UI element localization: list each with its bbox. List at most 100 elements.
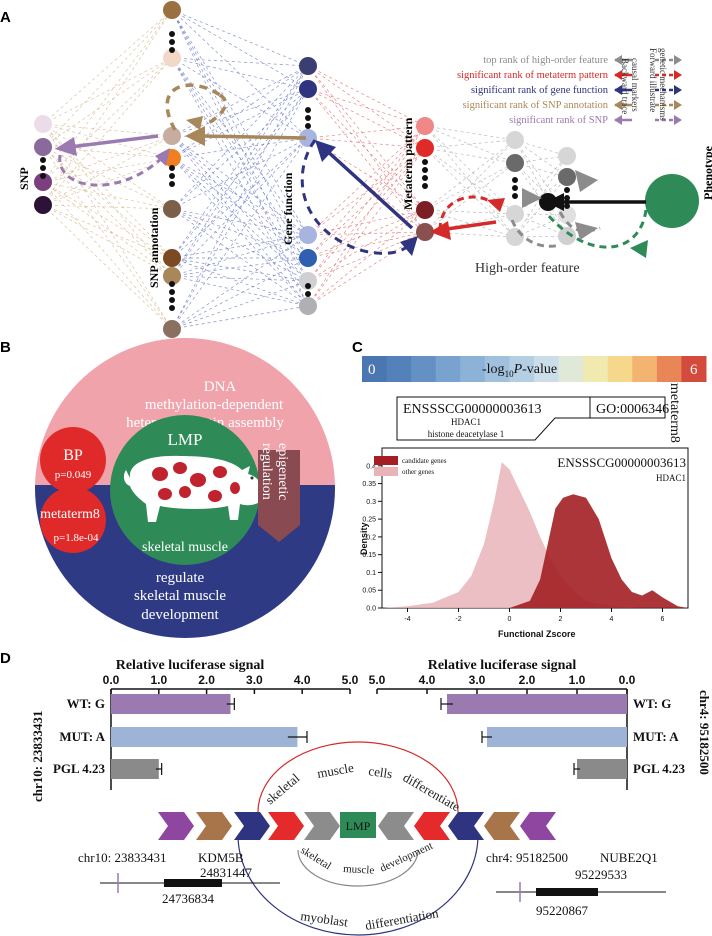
panel-a-nodes [34, 1, 699, 338]
edge [42, 181, 173, 210]
edge [171, 257, 309, 307]
legend-candidate-swatch [374, 456, 398, 465]
bar-tick-label: 4.0 [419, 673, 436, 687]
legend-backward-1: Backward trace [620, 58, 630, 114]
network-node [558, 227, 576, 245]
arc-bottom-text: myoblast differentiation [300, 905, 440, 933]
edge [171, 57, 309, 236]
bar [111, 759, 159, 779]
b-bot-3: development [141, 607, 219, 623]
metaterm-pvalue: p=1.8e-04 [54, 532, 99, 544]
network-node [163, 320, 181, 338]
legend-a-arrowhead [614, 55, 622, 65]
network-node [558, 168, 576, 186]
panel-a-label: A [0, 9, 11, 26]
legend-a-arrowhead [674, 115, 682, 125]
edge [307, 137, 426, 211]
legend-a-arrowhead [614, 70, 622, 80]
ellipsis-dot [305, 107, 311, 113]
edge [171, 135, 309, 259]
density-y-tick-label: 0.35 [362, 481, 376, 488]
chevron [520, 812, 556, 840]
density-y-tick-label: 0.2 [366, 534, 376, 541]
network-node [506, 131, 524, 149]
legend-a-item: top rank of high-order feature [483, 55, 608, 66]
bar-tick-label: 3.0 [246, 673, 263, 687]
edge [171, 208, 309, 307]
panel-c-label: C [352, 339, 363, 356]
bar-tick-label: 5.0 [369, 673, 386, 687]
arc-mid [297, 849, 419, 887]
edge [42, 181, 173, 259]
arc-mid-text: skeletal muscle development [298, 840, 434, 877]
density-area [509, 494, 688, 608]
edge [171, 88, 309, 210]
edge [171, 234, 309, 259]
gene-left-pos: chr10: 23833431 [78, 850, 166, 865]
network-node [299, 249, 317, 267]
network-node [416, 201, 434, 219]
ellipsis-dot [422, 167, 428, 173]
edge [171, 137, 309, 259]
ellipsis-dot [422, 175, 428, 181]
gene-box-desc: histone deacetylase 1 [428, 429, 504, 439]
edge [171, 88, 309, 277]
network-node [558, 147, 576, 165]
edge [171, 57, 309, 67]
lmp-subtitle: skeletal muscle [142, 540, 228, 555]
edge [307, 147, 426, 236]
gene-right-end: 95229533 [575, 867, 627, 882]
legend-a-arrowhead [614, 85, 622, 95]
edge [171, 305, 309, 330]
ellipsis-dot [169, 39, 175, 45]
gene-model-left: chr10: 23833431 KDM5B 24831447 24736834 [78, 850, 280, 906]
network-node [34, 196, 52, 214]
edge [424, 139, 516, 233]
chevron [414, 812, 450, 840]
edge [514, 176, 568, 238]
edge [171, 9, 309, 259]
bar-category-label: MUT: A [633, 729, 679, 744]
b-top-1: DNA [204, 379, 237, 395]
bar-tick-label: 2.0 [198, 673, 215, 687]
edge [171, 88, 309, 159]
phenotype-label: Phenotype [701, 145, 712, 200]
panel-a-arrows [55, 83, 648, 258]
edge [171, 88, 309, 330]
edge [171, 275, 309, 282]
gene-left-start: 24736834 [162, 891, 215, 906]
ellipsis-dot [169, 165, 175, 171]
bar-category-label: PGL 4.23 [633, 761, 686, 776]
edge [424, 125, 516, 164]
density-title-2: HDAC1 [656, 473, 686, 483]
right-chart-title: Relative luciferase signal [428, 658, 577, 673]
ellipsis-dot [512, 177, 518, 183]
edge [514, 139, 568, 237]
chevron [448, 812, 484, 840]
edge [42, 204, 173, 277]
edge [171, 65, 309, 159]
colorbar-min: 0 [368, 362, 376, 378]
high-order-feature-label: High-order feature [475, 261, 580, 276]
network-node [163, 267, 181, 285]
legend-forward-2: genetic mechanisms [658, 48, 668, 121]
colorbar-segment [435, 356, 461, 382]
ellipsis-dot [40, 157, 46, 163]
bar [111, 727, 298, 747]
colorbar-segment [656, 356, 682, 382]
edge [307, 231, 426, 259]
network-node [163, 1, 181, 19]
edge [307, 125, 426, 282]
edge [171, 157, 309, 259]
edge [42, 57, 173, 183]
edge [171, 157, 309, 282]
edge [171, 9, 309, 282]
ellipsis-dot [512, 185, 518, 191]
chevron [196, 812, 232, 840]
arc-top [257, 741, 459, 813]
network-node [34, 115, 52, 133]
edge [307, 147, 426, 307]
pig-icon [123, 455, 268, 522]
